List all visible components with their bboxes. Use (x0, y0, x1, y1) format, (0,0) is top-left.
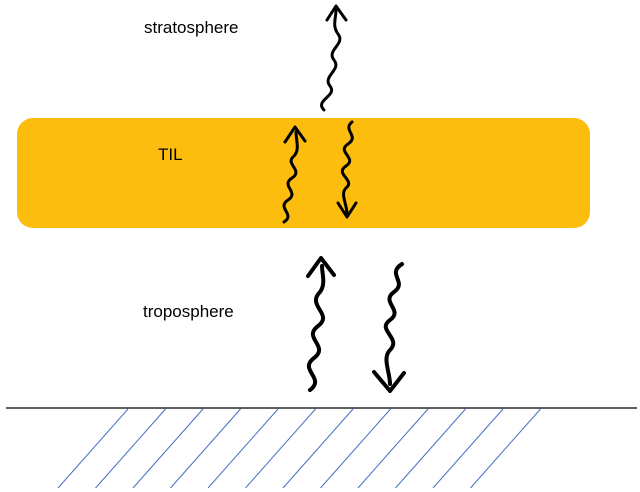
stratosphere-label: stratosphere (144, 18, 239, 37)
troposphere-label: troposphere (143, 302, 234, 321)
wavy-up-arrow-icon (320, 4, 348, 112)
hatch-line (132, 408, 204, 489)
wavy-up-arrow-icon (306, 256, 336, 392)
hatch-line (395, 408, 466, 489)
wavy-down-arrow-icon (372, 262, 406, 393)
wavy-up-arrow-icon (282, 125, 307, 224)
hatch-line (170, 408, 241, 489)
hatch-line (432, 408, 504, 489)
hatch-line (57, 408, 129, 489)
hatch-line (357, 408, 429, 489)
hatch-line (282, 408, 354, 489)
hatch-line (320, 408, 391, 489)
hatch-line (470, 408, 541, 489)
hatch-line (245, 408, 316, 489)
hatch-line (95, 408, 166, 489)
til-label: TIL (158, 145, 183, 164)
hatch-line (207, 408, 279, 489)
wavy-down-arrow-icon (336, 120, 358, 219)
ground-hatching (57, 408, 541, 489)
